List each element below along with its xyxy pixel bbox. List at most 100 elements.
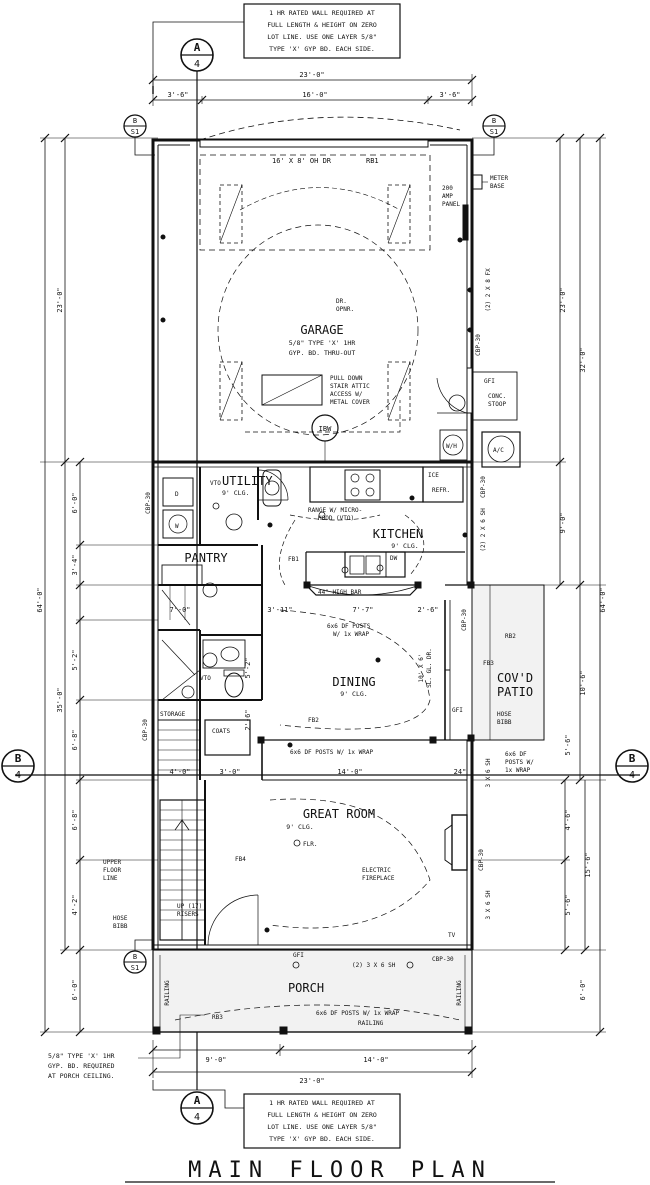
vanity <box>202 639 246 669</box>
dim-bar-26: 2'-6" <box>417 606 438 614</box>
label-cbp-kitchen: CBP-30 <box>480 476 487 498</box>
dim-left-35: 35'-0" <box>56 687 64 712</box>
room-garage-sub-2: GYP. BD. THRU-OUT <box>289 349 356 357</box>
label-panel-3: PANEL <box>442 201 460 208</box>
section-tag-a-bottom <box>180 1091 214 1125</box>
zero-lot-note-top-box <box>243 3 401 59</box>
label-hose-bibb-r-2: BIBB <box>497 719 512 726</box>
dim-right-156: 15'-6" <box>584 852 592 877</box>
label-vto-bath: VTO <box>200 675 211 682</box>
label-electric-fp-2: FIREPLACE <box>362 875 395 882</box>
refrigerator <box>422 466 464 503</box>
pantry-shelf <box>161 564 203 586</box>
dim-top-right: 3'-6" <box>439 91 460 99</box>
label-dr-opnr-1: DR. <box>336 298 347 305</box>
dim-left-68b: 6'-8" <box>71 809 79 830</box>
kitchen-counter-top <box>309 466 424 503</box>
label-header-fx: (2) 2 X 8 FX <box>485 268 492 312</box>
dim-bath-52: 5'-2" <box>244 657 252 678</box>
section-tag-b-left-num: 4 <box>15 770 21 781</box>
toilet <box>224 672 244 698</box>
dim-right-46: 4'-6" <box>564 809 572 830</box>
concrete-stoop <box>471 371 518 421</box>
section-tag-a-bottom-num: 4 <box>194 1112 200 1123</box>
label-header-porch: (2) 3 X 6 SH <box>352 962 396 969</box>
label-ibw: IBW <box>319 425 332 433</box>
section-tag-b-right <box>615 749 649 783</box>
label-gfi-porch: GFI <box>293 952 304 959</box>
dim-left-34: 3'-4" <box>71 554 79 575</box>
label-stair-attic-2: STAIR ATTIC <box>330 383 370 390</box>
svg-text:GYP. BD. REQUIRED: GYP. BD. REQUIRED <box>48 1062 115 1070</box>
label-panel-1: 200 <box>442 185 453 192</box>
coats-closet <box>204 719 251 756</box>
label-fb3: FB3 <box>483 660 494 667</box>
attic-access-hatch <box>261 374 323 406</box>
section-tag-b-s1-tl-num: S1 <box>131 128 139 136</box>
room-storage-name: STORAGE <box>160 711 186 718</box>
room-utility-sub: 9' CLG. <box>222 489 249 497</box>
dim-left-garage: 23'-0" <box>56 287 64 312</box>
label-cbp-great: CBP-30 <box>478 849 485 871</box>
ac-unit <box>481 431 521 468</box>
label-conc-stoop-2: STOOP <box>488 401 506 408</box>
section-tag-b-s1-bl-num: S1 <box>131 964 139 972</box>
dryer <box>162 477 194 507</box>
dim-right-outer: 64'-0" <box>599 587 607 612</box>
label-posts-porch-2: RAILING <box>358 1020 384 1027</box>
label-railing-left: RAILING <box>164 980 171 1006</box>
section-tag-a-top-letter: A <box>194 41 201 54</box>
room-garage-sub-1: 5/8" TYPE 'X' 1HR <box>289 339 356 347</box>
label-posts-patio-3: 1x WRAP <box>505 767 531 774</box>
dim-bath-26: 2'-6" <box>244 709 252 730</box>
porch-ceiling-note: 5/8" TYPE 'X' 1HR GYP. BD. REQUIRED AT P… <box>48 1052 115 1080</box>
zero-lot-note-bottom: 1 HR RATED WALL REQUIRED AT FULL LENGTH … <box>267 1099 377 1143</box>
label-stair-attic-3: ACCESS W/ <box>330 391 363 398</box>
label-cbp-patio: CBP-30 <box>461 609 468 631</box>
dim-top-overall: 23'-0" <box>299 71 324 79</box>
dim-bar-77: 7'-7" <box>352 606 373 614</box>
label-rb2: RB2 <box>505 633 516 640</box>
svg-text:LOT LINE. USE ONE LAYER 5/8": LOT LINE. USE ONE LAYER 5/8" <box>267 33 377 41</box>
label-stair-attic-4: METAL COVER <box>330 399 370 406</box>
label-high-bar: 44" HIGH BAR <box>318 589 362 596</box>
svg-text:AT PORCH CEILING.: AT PORCH CEILING. <box>48 1072 115 1080</box>
label-upper-floor-3: LINE <box>103 875 118 882</box>
label-hose-bibb-l-2: BIBB <box>113 923 128 930</box>
label-posts-kitchen-1: 6x6 DF POSTS <box>327 623 371 630</box>
label-risers-2: RISERS <box>177 911 199 918</box>
section-tag-b-left <box>1 749 35 783</box>
room-porch-name: PORCH <box>288 981 324 995</box>
label-oh-door: 16' X 8' OH DR <box>272 157 332 165</box>
dim-right-9: 9'-0" <box>559 512 567 533</box>
room-kitchen-sub: 9' CLG. <box>391 542 418 550</box>
dim-bottom-overall: 23'-0" <box>299 1077 324 1085</box>
label-header-26: (2) 2 X 6 SH <box>480 508 487 552</box>
zero-lot-note-bottom-box <box>243 1093 401 1149</box>
label-vto-utility: VTO <box>210 480 221 487</box>
label-dw: DW <box>390 555 398 562</box>
dim-pantry-70: 7'-0" <box>169 606 190 614</box>
washer <box>162 509 194 539</box>
room-great-sub: 9' CLG. <box>286 823 313 831</box>
label-electric-fp-1: ELECTRIC <box>362 867 391 874</box>
label-dryer: D <box>175 491 179 498</box>
electric-fireplace <box>451 814 468 871</box>
section-tag-b-right-letter: B <box>629 752 636 765</box>
label-fb4: FB4 <box>235 856 246 863</box>
room-dining-sub: 9' CLG. <box>340 690 367 698</box>
svg-text:1 HR RATED WALL REQUIRED AT: 1 HR RATED WALL REQUIRED AT <box>269 9 375 17</box>
section-tag-b-s1-tl-letter: B <box>133 117 137 125</box>
label-meter-2: BASE <box>490 183 505 190</box>
label-flr: FLR. <box>303 841 317 848</box>
label-posts-porch-1: 6x6 DF POSTS W/ 1x WRAP <box>316 1010 399 1017</box>
label-panel-2: AMP <box>442 193 453 200</box>
section-tag-a-bottom-letter: A <box>194 1094 201 1107</box>
label-slider-1: 10' X 6' <box>418 654 425 683</box>
section-tag-b-left-letter: B <box>15 752 22 765</box>
dim-left-6a: 6'-0" <box>71 492 79 513</box>
dim-left-68a: 6'-8" <box>71 729 79 750</box>
label-cbp-utility: CBP-30 <box>145 492 152 514</box>
section-tag-b-s1-tr-num: S1 <box>490 128 498 136</box>
label-conc-stoop-1: CONC. <box>488 393 506 400</box>
